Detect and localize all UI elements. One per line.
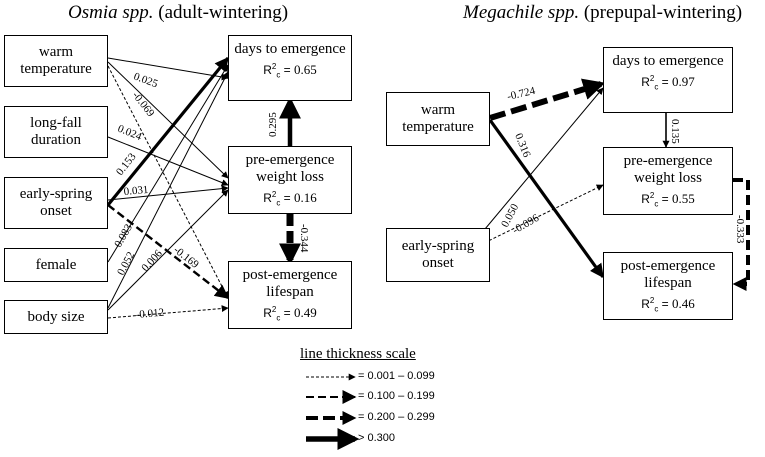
- legend-label-1: = 0.001 – 0.099: [358, 370, 435, 382]
- arrow-r-weightloss-to-lifespan: [732, 178, 750, 291]
- predictor-r-early-spring-onset: early-spring onset: [386, 228, 490, 282]
- coef-warm-days: 0.025: [132, 71, 160, 91]
- arrow-earlyspring-to-days: [106, 56, 230, 207]
- left-panel-title: Osmia spp. (adult-wintering): [68, 2, 289, 23]
- arrow-bodysize-to-weightloss: [107, 189, 229, 311]
- r2-label: R2c = 0.65: [263, 62, 317, 80]
- coef-r-days-wl: 0.135: [669, 119, 681, 144]
- arrow-r-earlyspring-to-days: [479, 87, 604, 236]
- arrow-warm-to-weightloss: [107, 61, 229, 179]
- arrow-bodysize-to-days: [107, 71, 229, 309]
- coef-bs-ls: -0.012: [135, 307, 164, 321]
- coef-bs-days: 0.052: [115, 250, 137, 277]
- arrow-r-warm-to-lifespan: [488, 119, 605, 279]
- outcome-post-emergence-lifespan: post-emergence lifespan R2c = 0.49: [228, 261, 352, 329]
- legend-label-3: = 0.200 – 0.299: [358, 411, 435, 423]
- predictor-r-warm-temperature: warm temperature: [386, 92, 490, 146]
- coef-r-wl-ls: -0.333: [734, 215, 746, 244]
- coef-es-wl: 0.031: [123, 184, 149, 198]
- predictor-female: female: [4, 248, 108, 282]
- right-panel-title: Megachile spp. (prepupal-wintering): [463, 2, 743, 23]
- r2-label: R2c = 0.16: [263, 190, 317, 208]
- r2-label: R2c = 0.97: [641, 74, 695, 92]
- r2-label: R2c = 0.55: [641, 191, 695, 209]
- arrow-warm-to-lifespan: [107, 65, 229, 299]
- outcome-days-to-emergence: days to emergence R2c = 0.65: [228, 35, 352, 101]
- legend-title: line thickness scale: [300, 346, 416, 362]
- predictor-body-size: body size: [4, 300, 108, 334]
- arrow-r-warm-to-days: [489, 78, 606, 121]
- coef-female-days: 0.083: [112, 222, 135, 250]
- arrow-earlyspring-to-lifespan: [107, 204, 230, 299]
- r2-label: R2c = 0.46: [641, 296, 695, 314]
- predictor-early-spring-onset: early-spring onset: [4, 177, 108, 229]
- coef-wl-ls: -0.344: [298, 224, 310, 253]
- arrow-bodysize-to-lifespan: [107, 305, 229, 319]
- predictor-long-fall-duration: long-fall duration: [4, 106, 108, 158]
- legend-label-4: > 0.300: [358, 432, 396, 444]
- outcome-pre-emergence-weight-loss: pre-emergence weight loss R2c = 0.16: [228, 146, 352, 214]
- arrow-warm-to-days: [107, 57, 229, 81]
- coef-r-warm-days: -0.724: [506, 85, 537, 103]
- coef-longfall-wl: 0.024: [116, 123, 144, 144]
- coef-days-wl: 0.295: [267, 112, 279, 137]
- legend-label-2: = 0.100 – 0.199: [358, 390, 435, 402]
- arrow-longfall-to-weightloss: [107, 136, 229, 186]
- arrow-earlyspring-to-weightloss: [107, 185, 229, 201]
- arrow-r-earlyspring-to-weightloss: [479, 184, 604, 246]
- arrow-female-to-days: [107, 64, 229, 263]
- outcome-r-post-emergence-lifespan: post-emergence lifespan R2c = 0.46: [603, 252, 733, 320]
- r2-label: R2c = 0.49: [263, 305, 317, 323]
- coef-bs-wl: 0.006: [139, 247, 165, 274]
- predictor-warm-temperature: warm temperature: [4, 35, 108, 87]
- outcome-r-pre-emergence-weight-loss: pre-emergence weight loss R2c = 0.55: [603, 147, 733, 215]
- outcome-r-days-to-emergence: days to emergence R2c = 0.97: [603, 47, 733, 113]
